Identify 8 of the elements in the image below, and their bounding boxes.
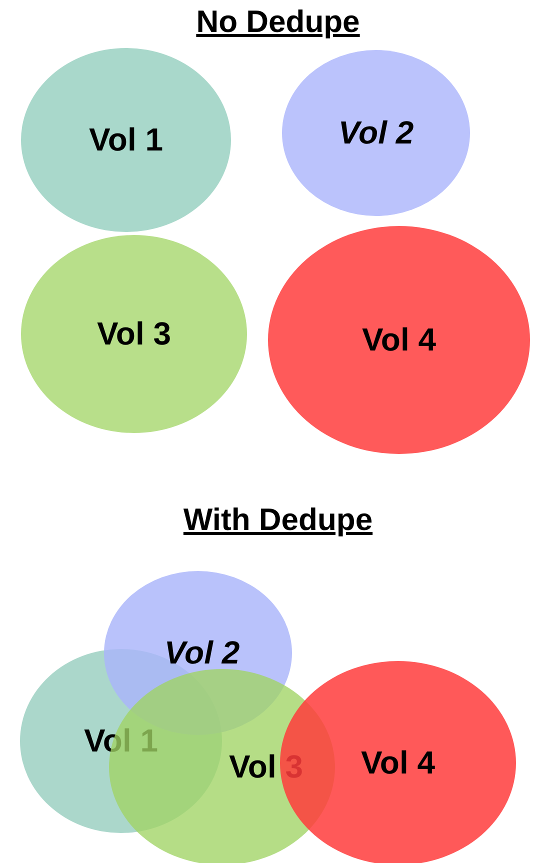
volume-label: Vol 3 xyxy=(96,316,172,352)
volume-label: Vol 1 xyxy=(88,122,164,158)
section-heading: With Dedupe xyxy=(183,502,373,538)
section-heading: No Dedupe xyxy=(196,4,360,40)
volume-label: Vol 4 xyxy=(360,744,436,782)
volume-label: Vol 2 xyxy=(338,114,414,152)
volume-label: Vol 4 xyxy=(362,322,436,358)
volume-label: Vol 2 xyxy=(164,634,240,672)
